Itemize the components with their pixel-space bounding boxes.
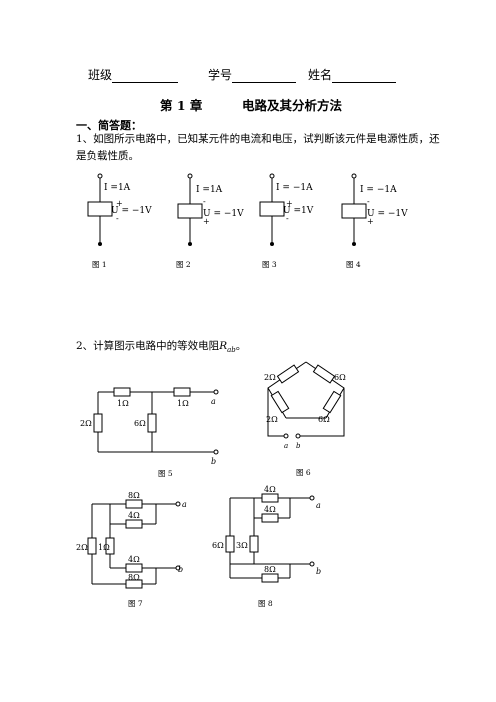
fig5-r4: 6Ω bbox=[134, 419, 146, 428]
svg-text:-: - bbox=[116, 214, 119, 223]
fig7-a: a bbox=[182, 500, 187, 509]
fig6-r3: 2Ω bbox=[266, 415, 278, 424]
figure-4: I = −1A - U = −1V + 图 4 bbox=[341, 173, 408, 269]
fig8-caption: 图 8 bbox=[258, 599, 273, 608]
figure-8: 4Ω 4Ω 6Ω 3Ω 8Ω a b 图 8 bbox=[212, 485, 321, 608]
fig4-current: I = −1A bbox=[360, 185, 397, 195]
fig4-caption: 图 4 bbox=[346, 260, 361, 269]
fig7-r2: 4Ω bbox=[128, 511, 140, 520]
fig6-a: a bbox=[284, 442, 288, 450]
figure-3: I = −1A + U =1V - 图 3 bbox=[259, 173, 314, 269]
fig3-current: I = −1A bbox=[276, 183, 313, 193]
chapter-number: 第 1 章 bbox=[160, 98, 203, 113]
fig7-caption: 图 7 bbox=[128, 599, 143, 608]
fig1-current: I =1A bbox=[104, 183, 131, 193]
element-figures-row: I =1A + U = −1V - 图 1 I =1A - U = −1V + … bbox=[87, 173, 408, 269]
svg-text:-: - bbox=[367, 197, 370, 206]
fig7-b: b bbox=[178, 565, 183, 574]
svg-text:+: + bbox=[116, 199, 123, 208]
figure-7: 8Ω 4Ω 2Ω 1Ω 4Ω 8Ω a b 图 7 bbox=[76, 491, 187, 608]
fig6-b: b bbox=[296, 442, 301, 450]
figure-1: I =1A + U = −1V - 图 1 bbox=[87, 173, 152, 269]
fig7-r5: 4Ω bbox=[128, 555, 140, 564]
class-field: 班级 bbox=[88, 66, 179, 83]
figure-6: 2Ω 6Ω 2Ω 6Ω a b 图 6 bbox=[264, 361, 346, 477]
class-label: 班级 bbox=[88, 68, 113, 82]
svg-text:-: - bbox=[286, 214, 289, 223]
question-2-sub: ab bbox=[227, 346, 236, 355]
fig8-r3: 6Ω bbox=[212, 541, 224, 550]
svg-text:-: - bbox=[203, 197, 206, 206]
fig8-r5: 8Ω bbox=[264, 565, 276, 574]
fig3-caption: 图 3 bbox=[262, 260, 277, 269]
question-1-line-2: 是负载性质。 bbox=[76, 150, 139, 162]
question-2-symbol: R bbox=[219, 340, 228, 352]
id-blank[interactable] bbox=[232, 70, 297, 83]
name-label: 姓名 bbox=[308, 68, 333, 82]
fig2-caption: 图 2 bbox=[176, 260, 191, 269]
fig5-caption: 图 5 bbox=[158, 469, 173, 478]
fig1-caption: 图 1 bbox=[92, 260, 107, 269]
fig8-r4: 3Ω bbox=[236, 541, 248, 550]
name-blank[interactable] bbox=[332, 70, 397, 83]
chapter-title: 电路及其分析方法 bbox=[242, 98, 343, 113]
question-2-end: 。 bbox=[235, 340, 247, 352]
question-2-text: 2、计算图示电路中的等效电阻 bbox=[76, 340, 220, 352]
fig6-r4: 6Ω bbox=[318, 415, 330, 424]
fig6-r1: 2Ω bbox=[264, 373, 276, 382]
question-1-line-1: 1、如图所示电路中，已知某元件的电流和电压，试判断该元件是电源性质，还 bbox=[76, 133, 440, 145]
fig5-r2: 1Ω bbox=[177, 399, 189, 408]
fig6-r2: 6Ω bbox=[334, 373, 346, 382]
question-2: 2、计算图示电路中的等效电阻Rab。 bbox=[76, 338, 246, 359]
figure-5: 1Ω 1Ω 2Ω 6Ω a b 图 5 bbox=[80, 387, 219, 478]
fig7-r6: 8Ω bbox=[128, 573, 140, 582]
fig5-a: a bbox=[211, 397, 216, 406]
svg-text:+: + bbox=[203, 217, 210, 226]
id-label: 学号 bbox=[208, 68, 233, 82]
fig2-voltage: U = −1V bbox=[203, 209, 244, 219]
id-field: 学号 bbox=[208, 66, 297, 83]
fig7-r1: 8Ω bbox=[128, 491, 140, 500]
fig5-r3: 2Ω bbox=[80, 419, 92, 428]
fig8-a: a bbox=[316, 501, 321, 510]
fig5-r1: 1Ω bbox=[117, 399, 129, 408]
figure-2: I =1A - U = −1V + 图 2 bbox=[176, 173, 244, 269]
svg-text:+: + bbox=[286, 199, 293, 208]
fig7-r3: 2Ω bbox=[76, 543, 88, 552]
fig5-b: b bbox=[211, 457, 216, 466]
fig8-b: b bbox=[316, 567, 321, 576]
svg-text:+: + bbox=[367, 217, 374, 226]
fig1-voltage: U = −1V bbox=[111, 206, 152, 216]
fig8-r1: 4Ω bbox=[264, 485, 276, 494]
section-heading: 一、简答题： bbox=[76, 119, 142, 132]
fig8-r2: 4Ω bbox=[264, 505, 276, 514]
name-field: 姓名 bbox=[308, 66, 397, 83]
fig4-voltage: U = −1V bbox=[367, 209, 408, 219]
fig7-r4: 1Ω bbox=[98, 543, 110, 552]
fig3-voltage: U =1V bbox=[283, 206, 314, 216]
fig2-current: I =1A bbox=[196, 185, 223, 195]
class-blank[interactable] bbox=[112, 70, 179, 83]
fig6-caption: 图 6 bbox=[296, 468, 311, 477]
